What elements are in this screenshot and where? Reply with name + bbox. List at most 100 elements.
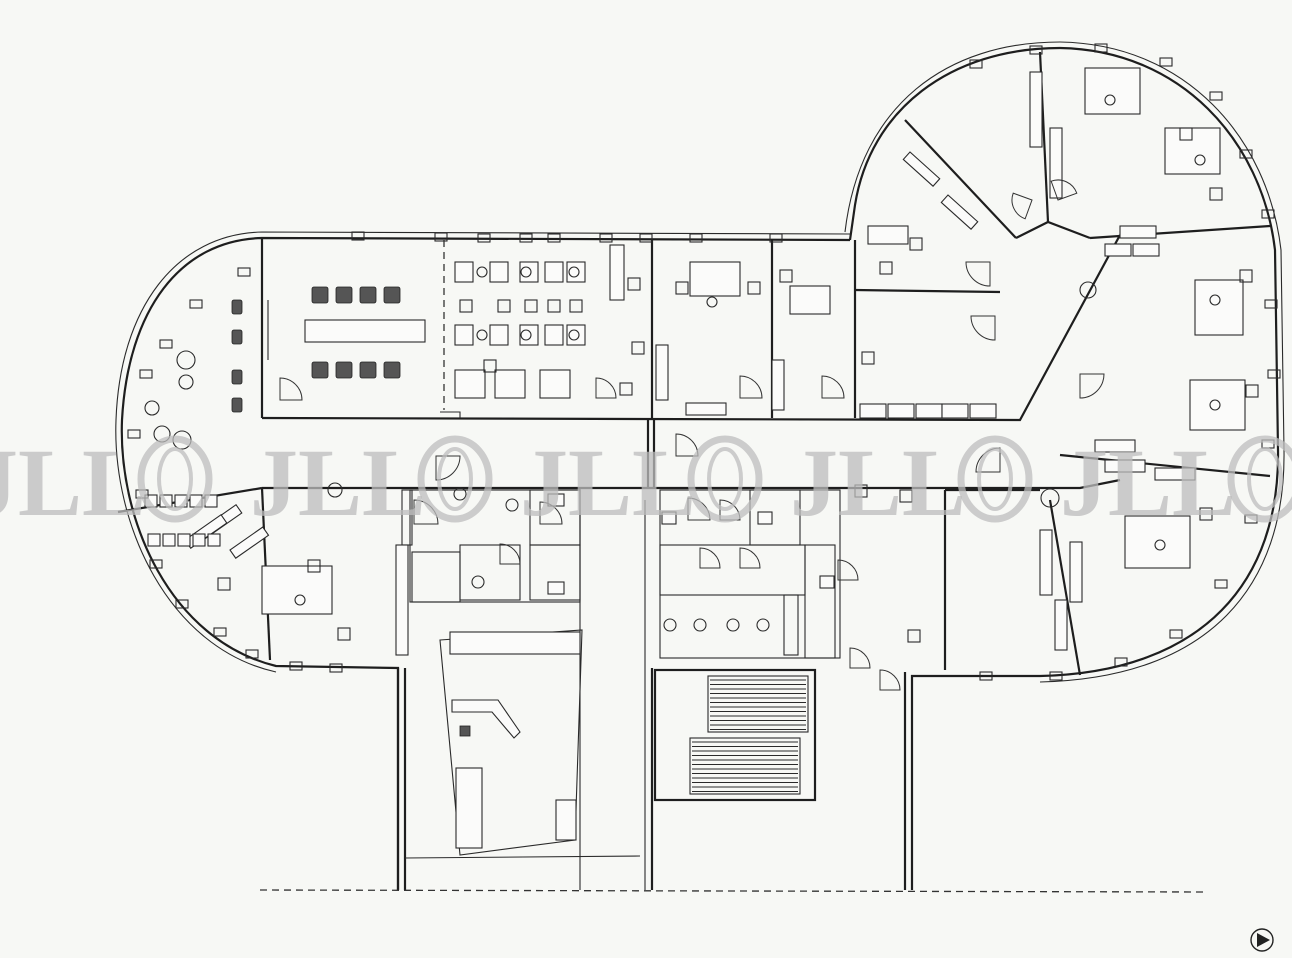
locker <box>177 533 191 547</box>
cabinet <box>1029 71 1043 148</box>
window <box>213 627 227 637</box>
small-furniture <box>619 382 633 396</box>
window <box>289 661 303 671</box>
cabinet <box>1049 127 1063 199</box>
jll-logo-icon <box>137 435 213 523</box>
desk <box>544 261 564 283</box>
door-swing <box>699 547 721 569</box>
small-furniture <box>861 351 875 365</box>
window <box>1094 43 1108 53</box>
desk <box>1124 515 1191 569</box>
small-furniture <box>675 281 689 295</box>
chair-icon <box>231 329 243 345</box>
desk <box>609 244 625 301</box>
desk <box>689 261 741 297</box>
window <box>139 369 153 379</box>
desk <box>566 261 586 283</box>
cabinet <box>1054 599 1068 651</box>
chair-icon <box>311 286 329 304</box>
window <box>519 233 533 243</box>
window <box>159 339 173 349</box>
desk <box>544 324 564 346</box>
desk <box>519 261 539 283</box>
small-furniture <box>631 341 645 355</box>
cabinet-labels <box>144 71 1196 656</box>
window <box>1267 369 1281 379</box>
cabinet <box>1119 225 1157 239</box>
columns <box>327 281 1097 508</box>
cabinet <box>915 403 943 419</box>
small-furniture <box>459 299 473 313</box>
door-swing <box>1050 179 1078 201</box>
desk <box>454 324 474 346</box>
door-swing <box>739 375 763 399</box>
chair-icon <box>1209 399 1221 411</box>
door-swing <box>1079 373 1105 399</box>
meeting-room <box>231 286 426 413</box>
jll-logo-icon <box>687 435 763 523</box>
chair-icon <box>335 286 353 304</box>
door-swing <box>965 261 991 287</box>
small-furniture <box>907 629 921 643</box>
jll-logo-icon <box>157 447 193 511</box>
window <box>769 233 783 243</box>
cabinet <box>1069 541 1083 603</box>
chair-icon <box>520 266 532 278</box>
window <box>329 663 343 673</box>
desk <box>519 324 539 346</box>
door-swing <box>821 375 845 399</box>
small-furniture <box>569 299 583 313</box>
cabinet <box>1154 467 1196 481</box>
door-swing <box>539 501 563 525</box>
jll-logo-icon: JLL <box>0 429 146 536</box>
jll-logo-icon: JLL <box>1060 429 1236 536</box>
window <box>979 671 993 681</box>
door-swing <box>687 497 711 521</box>
small-furniture <box>779 269 793 283</box>
door-swing <box>879 669 901 691</box>
desk <box>1189 379 1246 431</box>
small-furniture <box>524 299 538 313</box>
window <box>351 231 365 241</box>
cabinet <box>655 344 669 401</box>
chair-icon <box>1104 94 1116 106</box>
chair-icon <box>1154 539 1166 551</box>
small-furniture <box>1245 384 1259 398</box>
small-furniture <box>1179 127 1193 141</box>
window <box>189 299 203 309</box>
window <box>1264 299 1278 309</box>
cabinet <box>1104 459 1146 473</box>
window <box>1169 629 1183 639</box>
small-furniture <box>497 299 511 313</box>
chair-icon <box>359 286 377 304</box>
reception <box>439 629 583 856</box>
cabinet <box>940 194 979 230</box>
window <box>237 267 251 277</box>
chair-icon <box>359 361 377 379</box>
cabinet <box>902 151 941 187</box>
desk <box>789 285 831 315</box>
desk <box>489 261 509 283</box>
cabinet <box>771 359 785 411</box>
desk <box>1194 279 1244 336</box>
small-furniture <box>879 261 893 275</box>
window <box>1029 45 1043 55</box>
window <box>1049 671 1063 681</box>
chair-icon <box>520 329 532 341</box>
window <box>1114 657 1128 667</box>
desk <box>454 369 486 399</box>
cabinet <box>685 402 727 416</box>
desk <box>867 225 909 245</box>
door-swing <box>279 377 303 401</box>
jll-logo-icon <box>707 447 743 511</box>
cabinet <box>887 403 915 419</box>
chair-icon <box>706 296 718 308</box>
cabinet <box>859 403 887 419</box>
north-arrow-icon <box>1250 928 1274 952</box>
jll-logo-icon <box>1247 447 1283 511</box>
chair-icon <box>231 299 243 315</box>
door-swing <box>837 559 859 581</box>
chair-icon <box>311 361 329 379</box>
window <box>599 233 613 243</box>
